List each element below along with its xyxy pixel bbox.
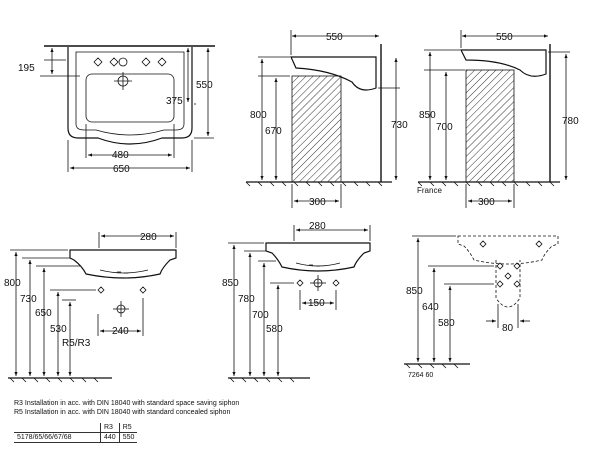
height-table: R3 R5 5178/65/66/67/68 440 550 <box>14 423 138 443</box>
table-row: 5178/65/66/67/68 440 550 <box>14 432 138 443</box>
dim-150: 150 <box>308 298 325 309</box>
tap-hole-marks-icon <box>93 57 167 90</box>
dim-850: 850 <box>419 110 436 121</box>
dim-280: 280 <box>140 232 157 243</box>
dim-300: 300 <box>478 197 495 208</box>
front-view-c <box>404 235 559 369</box>
dim-700: 700 <box>252 310 269 321</box>
country-label: France <box>417 186 442 195</box>
dim-780: 780 <box>562 116 579 127</box>
dim-550: 550 <box>326 32 343 43</box>
dim-730: 730 <box>20 294 37 305</box>
dim-580: 580 <box>266 324 283 335</box>
installation-notes: R3 Installation in acc. with DIN 18040 w… <box>14 399 239 417</box>
tap-hole-marks-icon <box>296 275 340 291</box>
dim-670: 670 <box>265 126 282 137</box>
product-code: 7264 60 <box>408 372 433 379</box>
dim-550: 550 <box>196 80 213 91</box>
table-cell: 550 <box>118 432 138 443</box>
dim-550: 550 <box>496 32 513 43</box>
table-header-cell: R5 <box>118 423 138 433</box>
table-header-row: R3 R5 <box>14 423 138 433</box>
dim-530: 530 <box>50 324 67 335</box>
table-cell: 440 <box>100 432 120 443</box>
dim-640: 640 <box>422 302 439 313</box>
dim-375: 375 <box>166 96 183 107</box>
top-view <box>40 45 215 172</box>
table-cell: 5178/65/66/67/68 <box>14 432 101 443</box>
dim-240: 240 <box>112 326 129 337</box>
tap-hole-marks-icon <box>479 240 543 288</box>
dim-850: 850 <box>406 286 423 297</box>
dim-800: 800 <box>4 278 21 289</box>
front-view-b <box>228 225 371 383</box>
front-view-a <box>8 232 177 383</box>
dim-780: 780 <box>238 294 255 305</box>
dimension-labels: 195 550 375 480 650 550 800 670 730 300 … <box>4 32 579 379</box>
table-header-cell: R3 <box>100 423 120 433</box>
side-view-b <box>417 30 570 208</box>
dim-280: 280 <box>309 221 326 232</box>
note-r3: R3 Installation in acc. with DIN 18040 w… <box>14 400 240 407</box>
dim-730: 730 <box>391 120 408 131</box>
dim-650: 650 <box>113 164 130 175</box>
radius-label: R5/R3 <box>62 338 91 349</box>
dim-800: 800 <box>250 110 267 121</box>
dim-300: 300 <box>309 197 326 208</box>
dim-850: 850 <box>222 278 239 289</box>
dim-650: 650 <box>35 308 52 319</box>
dim-580: 580 <box>438 318 455 329</box>
note-r5: R5 Installation in acc. with DIN 18040 w… <box>14 409 231 416</box>
side-view-a <box>245 30 400 208</box>
dim-480: 480 <box>112 150 129 161</box>
dim-700: 700 <box>436 122 453 133</box>
dim-80: 80 <box>502 323 514 334</box>
table-header-cell <box>14 423 101 433</box>
dim-195: 195 <box>18 63 35 74</box>
tap-hole-marks-icon <box>97 286 147 317</box>
